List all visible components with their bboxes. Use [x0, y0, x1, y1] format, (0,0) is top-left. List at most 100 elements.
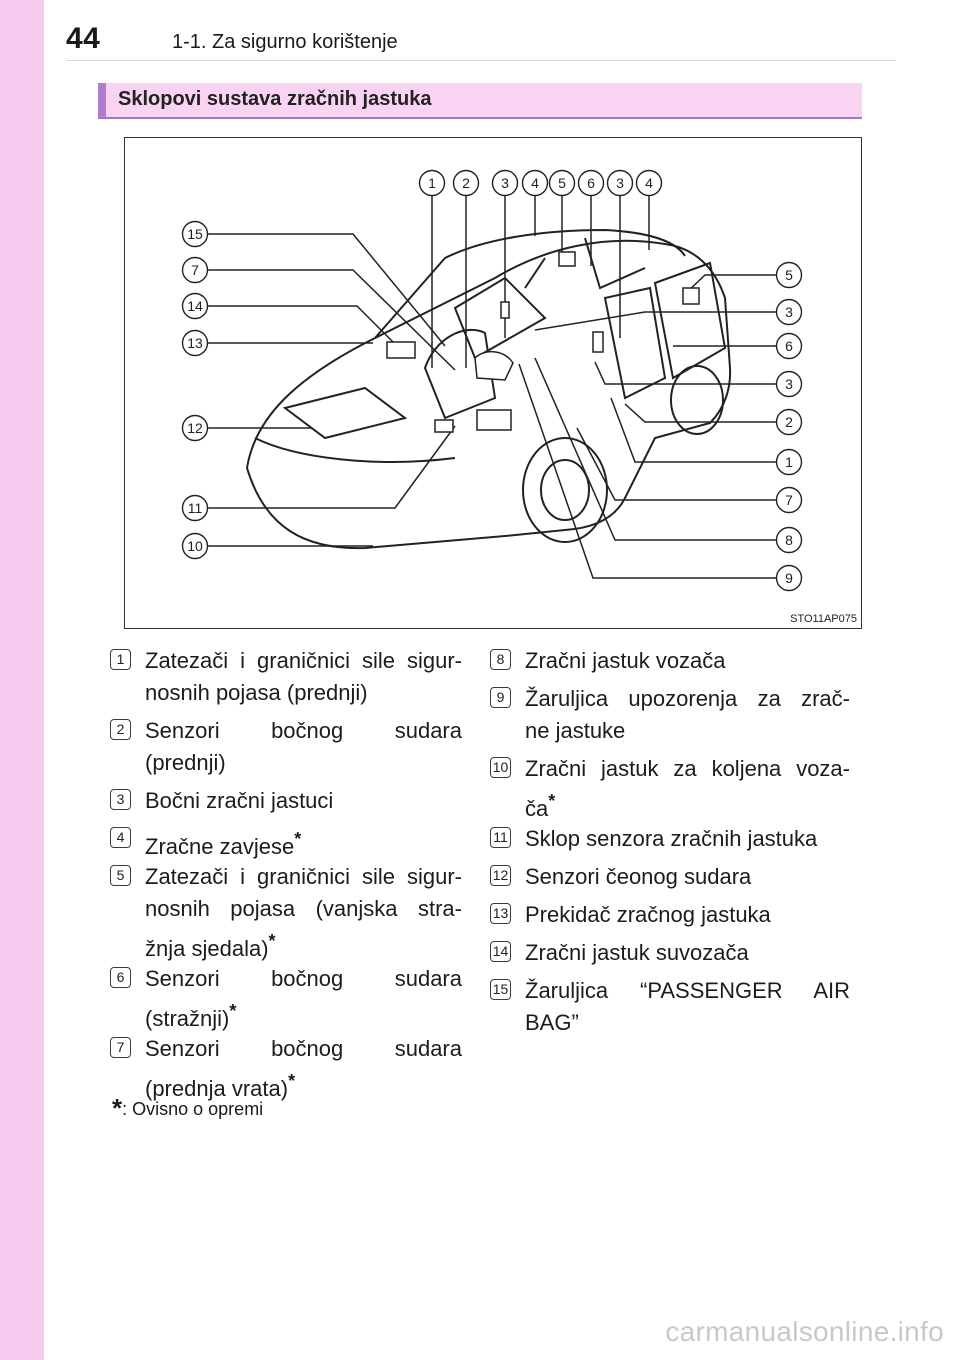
legend-number-badge: 7	[110, 1037, 131, 1058]
callout-right-3: 3	[775, 370, 803, 398]
legend-text-line: žnja sjedala)*	[145, 931, 276, 961]
legend-text-line: (prednji)	[145, 750, 226, 775]
legend-number-badge: 11	[490, 827, 511, 848]
optional-equipment-asterisk: *	[294, 829, 302, 849]
legend-text-line: (stražnji)*	[145, 1001, 237, 1031]
callout-right-4: 2	[775, 408, 803, 436]
callout-left-4: 12	[181, 414, 209, 442]
legend-text: Žaruljica upozorenja za zrač-ne jastuke	[525, 683, 850, 747]
callout-top-6-label: 3	[616, 175, 624, 191]
legend-number-badge: 12	[490, 865, 511, 886]
legend-text-line: Zračne zavjese*	[145, 829, 302, 859]
callout-right-0: 5	[775, 261, 803, 289]
callout-right-1-label: 3	[785, 304, 793, 320]
legend-number-badge: 13	[490, 903, 511, 924]
running-header: 1-1. Za sigurno korištenje	[172, 31, 398, 53]
legend-text: Prekidač zračnog jastuka	[525, 899, 850, 931]
legend-text-line: nosnih pojasa (vanjska stra-	[145, 896, 462, 921]
callout-top-1-label: 2	[462, 175, 470, 191]
optional-equipment-asterisk: *	[268, 931, 276, 951]
callout-left-6-label: 10	[187, 538, 203, 554]
legend-text: Bočni zračni jastuci	[145, 785, 462, 817]
legend-number-badge: 4	[110, 827, 131, 848]
callout-right-2-label: 6	[785, 338, 793, 354]
footnote-asterisk: *	[112, 1093, 123, 1123]
callout-top-3: 4	[521, 169, 549, 197]
side-color-strip	[0, 0, 44, 1360]
callout-top-0: 1	[418, 169, 446, 197]
callout-right-8-label: 9	[785, 570, 793, 586]
callout-top-7: 4	[635, 169, 663, 197]
legend-text: Zatezači i graničnici sile sigur-nosnih …	[145, 861, 462, 965]
callout-right-2: 6	[775, 332, 803, 360]
legend-number-badge: 15	[490, 979, 511, 1000]
legend-text: Žaruljica “PASSENGER AIR BAG”	[525, 975, 850, 1039]
legend-text-line: Senzori bočnog sudara	[145, 718, 462, 743]
legend-number-badge: 3	[110, 789, 131, 810]
callout-left-4-label: 12	[187, 420, 203, 436]
callout-left-2: 14	[181, 292, 209, 320]
legend-text-line: (prednja vrata)*	[145, 1071, 296, 1101]
legend-text: Zračni jastuk suvozača	[525, 937, 850, 969]
callout-top-2-label: 3	[501, 175, 509, 191]
legend-text: Zračne zavjese*	[145, 823, 462, 863]
callout-top-0-label: 1	[428, 175, 436, 191]
footnote-text: : Ovisno o opremi	[122, 1099, 264, 1119]
legend-text-line: Sklop senzora zračnih jastuka	[525, 826, 818, 851]
callout-left-5-label: 11	[188, 500, 203, 516]
footnote: *: Ovisno o opremi	[112, 1093, 263, 1124]
callout-right-1: 3	[775, 298, 803, 326]
legend-text: Senzori čeonog sudara	[525, 861, 850, 893]
legend-text: Senzori bočnog sudara(stražnji)*	[145, 963, 462, 1035]
callout-left-3: 13	[181, 329, 209, 357]
callout-top-6: 3	[606, 169, 634, 197]
watermark: carmanualsonline.info	[665, 1316, 944, 1347]
legend-text-line: Zračni jastuk vozača	[525, 648, 726, 673]
legend-text: Senzori bočnog sudara (prednja vrata)*	[145, 1033, 462, 1105]
optional-equipment-asterisk: *	[548, 791, 556, 811]
callout-right-3-label: 3	[785, 376, 793, 392]
callout-right-7: 8	[775, 526, 803, 554]
callout-top-1: 2	[452, 169, 480, 197]
section-underline	[98, 117, 862, 119]
legend-text-line: Senzori čeonog sudara	[525, 864, 752, 889]
legend-text-line: Zatezači i graničnici sile sigur-	[145, 648, 462, 673]
callout-right-8: 9	[775, 564, 803, 592]
optional-equipment-asterisk: *	[229, 1001, 237, 1021]
callout-top-4-label: 5	[558, 175, 566, 191]
section-heading-bar: Sklopovi sustava zračnih jastuka	[98, 83, 862, 117]
callout-top-5: 6	[577, 169, 605, 197]
legend-text: Zračni jastuk vozača	[525, 645, 850, 677]
legend-number-badge: 5	[110, 865, 131, 886]
legend-text-line: ča*	[525, 791, 556, 821]
legend-text-line: Zračni jastuk za koljena voza-	[525, 756, 850, 781]
legend-text-line: Žaruljica upozorenja za zrač-	[525, 686, 850, 711]
legend-text-line: Zračni jastuk suvozača	[525, 940, 749, 965]
callout-left-0: 15	[181, 220, 209, 248]
airbag-components	[386, 251, 700, 433]
optional-equipment-asterisk: *	[288, 1071, 296, 1091]
legend-text-line: nosnih pojasa (prednji)	[145, 680, 368, 705]
legend-number-badge: 8	[490, 649, 511, 670]
callout-left-0-label: 15	[187, 226, 203, 242]
header-divider	[66, 60, 896, 61]
legend-text: Zračni jastuk za koljena voza-ča*	[525, 753, 850, 825]
callout-top-7-label: 4	[645, 175, 653, 191]
callout-top-4: 5	[548, 169, 576, 197]
callout-left-1-label: 7	[191, 262, 199, 278]
legend-text-line: Prekidač zračnog jastuka	[525, 902, 771, 927]
legend-text-line: Zatezači i graničnici sile sigur-	[145, 864, 462, 889]
callout-right-4-label: 2	[785, 414, 793, 430]
legend-text-line: Senzori bočnog sudara	[145, 1036, 462, 1061]
callout-left-3-label: 13	[187, 335, 203, 351]
legend-number-badge: 14	[490, 941, 511, 962]
legend-number-badge: 10	[490, 757, 511, 778]
legend-text-line: BAG”	[525, 1010, 579, 1035]
callout-right-5: 1	[775, 448, 803, 476]
callout-right-0-label: 5	[785, 267, 793, 283]
callout-left-1: 7	[181, 256, 209, 284]
legend-text-line: Žaruljica “PASSENGER AIR	[525, 978, 850, 1003]
